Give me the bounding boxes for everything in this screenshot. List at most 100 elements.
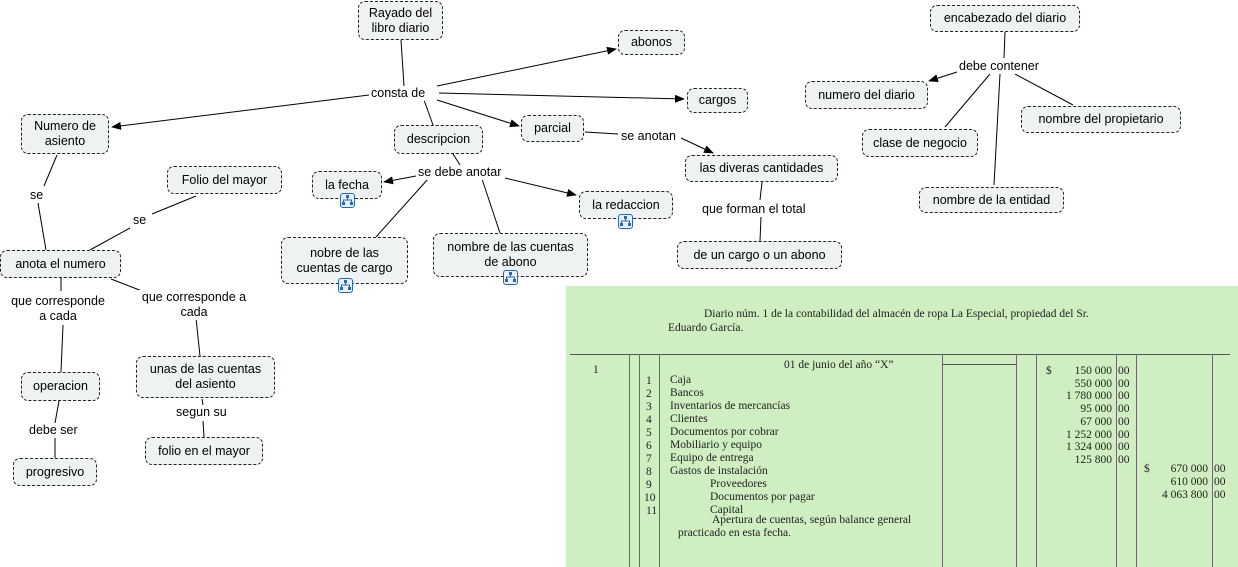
ledger-account: Capital (710, 504, 744, 516)
ledger-cents: 00 (1118, 454, 1130, 466)
concept-nobre-de-las-cuentas-de-cargo[interactable]: nobre de las cuentas de cargo (281, 237, 408, 284)
ledger-cents: 00 (1214, 463, 1226, 475)
ledger-cents: 00 (1214, 476, 1226, 488)
ledger-rule (1136, 354, 1137, 567)
link-debe-contener: debe contener (957, 59, 1041, 74)
ledger-cents: 00 (1118, 378, 1130, 390)
concept-encabezado-del-diario[interactable]: encabezado del diario (930, 5, 1080, 32)
ledger-cents: 00 (1118, 429, 1130, 441)
concept-anota-el-numero[interactable]: anota el numero (0, 250, 121, 278)
concept-nombre-del-propietario[interactable]: nombre del propietario (1021, 106, 1181, 133)
submap-icon[interactable] (503, 270, 518, 285)
ledger-debit-dollar: $ (1046, 365, 1052, 377)
ledger-debit: 550 000 (1074, 378, 1112, 390)
submap-icon[interactable] (338, 278, 353, 293)
ledger-credit: 670 000 (1170, 463, 1208, 475)
ledger-account: Clientes (670, 413, 708, 425)
ledger-account: Documentos por pagar (710, 491, 815, 503)
concept-folio-del-mayor[interactable]: Folio del mayor (167, 166, 282, 194)
concept-numero-de-asiento[interactable]: Numero de asiento (21, 114, 109, 154)
concept-rayado-del-libro-diario[interactable]: Rayado del libro diario (358, 1, 443, 40)
ledger-folio: 1 (646, 375, 652, 387)
concept-parcial[interactable]: parcial (521, 115, 584, 142)
ledger-folio: 5 (646, 427, 652, 439)
ledger-rule (1116, 354, 1117, 567)
ledger-debit: 150 000 (1074, 365, 1112, 377)
link-se-debe-anotar: se debe anotar (416, 165, 504, 180)
journal-ledger-image: Diario núm. 1 de la contabilidad del alm… (566, 286, 1238, 567)
ledger-title-line2: Eduardo García. (668, 322, 744, 334)
ledger-account: Proveedores (710, 478, 767, 490)
ledger-folio: 7 (646, 453, 652, 465)
ledger-credit: 610 000 (1170, 476, 1208, 488)
link-que-corresponde-2: que corresponde a cada (137, 290, 251, 320)
link-consta-de: consta de (369, 86, 428, 101)
concept-nombre-de-la-entidad[interactable]: nombre de la entidad (919, 187, 1064, 213)
ledger-debit: 1 324 000 (1066, 441, 1112, 453)
ledger-title-line1: Diario núm. 1 de la contabilidad del alm… (704, 308, 1089, 320)
submap-icon[interactable] (618, 214, 633, 229)
concept-operacion[interactable]: operacion (21, 372, 100, 401)
ledger-folio: 11 (646, 505, 658, 517)
concept-numero-del-diario[interactable]: numero del diario (805, 81, 928, 109)
concept-clase-de-negocio[interactable]: clase de negocio (862, 129, 978, 157)
ledger-account: Inventarios de mercancías (670, 400, 791, 412)
ledger-debit: 95 000 (1080, 403, 1112, 415)
link-se-2: se (131, 213, 149, 228)
concept-folio-en-el-mayor[interactable]: folio en el mayor (145, 437, 263, 465)
link-segun-su: segun su (174, 405, 229, 420)
concept-de-un-cargo-o-un-abono[interactable]: de un cargo o un abono (677, 241, 842, 269)
ledger-folio: 2 (646, 388, 652, 400)
ledger-cents: 00 (1118, 390, 1130, 402)
link-se-anotan: se anotan (619, 129, 678, 144)
ledger-account: Caja (670, 374, 692, 386)
ledger-rule (942, 354, 943, 567)
ledger-credit-dollar: $ (1144, 463, 1150, 475)
ledger-folio: 10 (644, 492, 656, 504)
ledger-debit: 1 252 000 (1066, 429, 1112, 441)
concept-las-diveras-cantidades[interactable]: las diveras cantidades (685, 155, 838, 182)
ledger-debit: 125 800 (1074, 454, 1112, 466)
ledger-cents: 00 (1118, 416, 1130, 428)
ledger-folio: 6 (646, 440, 652, 452)
concept-abonos[interactable]: abonos (618, 30, 685, 55)
ledger-rule (942, 364, 1016, 365)
ledger-account: Mobiliario y equipo (670, 439, 762, 451)
ledger-cents: 00 (1214, 489, 1226, 501)
ledger-folio: 3 (646, 401, 652, 413)
ledger-folio: 8 (646, 466, 652, 478)
concept-progresivo[interactable]: progresivo (13, 458, 97, 486)
ledger-rule (570, 354, 1230, 355)
ledger-note-line2: practicado en esta fecha. (678, 527, 792, 539)
link-se-1: se (28, 188, 46, 203)
ledger-debit: 1 780 000 (1066, 390, 1112, 402)
ledger-cents: 00 (1118, 365, 1130, 377)
ledger-folio: 4 (646, 414, 652, 426)
ledger-folio: 9 (646, 479, 652, 491)
ledger-rule (1036, 354, 1037, 567)
ledger-credit: 4 063 800 (1162, 489, 1208, 501)
ledger-debit: 67 000 (1080, 416, 1112, 428)
ledger-date: 01 de junio del año “X” (784, 359, 894, 371)
concept-cargos[interactable]: cargos (687, 88, 748, 113)
concept-descripcion[interactable]: descripcion (394, 125, 483, 154)
ledger-rule (629, 354, 630, 567)
ledger-cents: 00 (1118, 441, 1130, 453)
concept-nombre-de-las-cuentas-de-abono[interactable]: nombre de las cuentas de abono (433, 233, 588, 277)
ledger-account: Documentos por cobrar (670, 426, 779, 438)
ledger-rule (1016, 354, 1017, 567)
ledger-rule (1212, 354, 1213, 567)
ledger-note-line1: Apertura de cuentas, según balance gener… (712, 514, 912, 526)
ledger-account: Bancos (670, 387, 704, 399)
concept-la-fecha[interactable]: la fecha (312, 171, 382, 199)
link-debe-ser: debe ser (27, 423, 80, 438)
ledger-account: Gastos de instalación (670, 465, 768, 477)
ledger-entry-number: 1 (593, 364, 599, 376)
ledger-cents: 00 (1118, 403, 1130, 415)
submap-icon[interactable] (340, 193, 355, 208)
ledger-account: Equipo de entrega (670, 452, 754, 464)
ledger-rule (639, 354, 640, 567)
concept-unas-de-las-cuentas-del-asiento[interactable]: unas de las cuentas del asiento (136, 356, 275, 398)
link-que-corresponde-1: que corresponde a cada (4, 294, 112, 324)
